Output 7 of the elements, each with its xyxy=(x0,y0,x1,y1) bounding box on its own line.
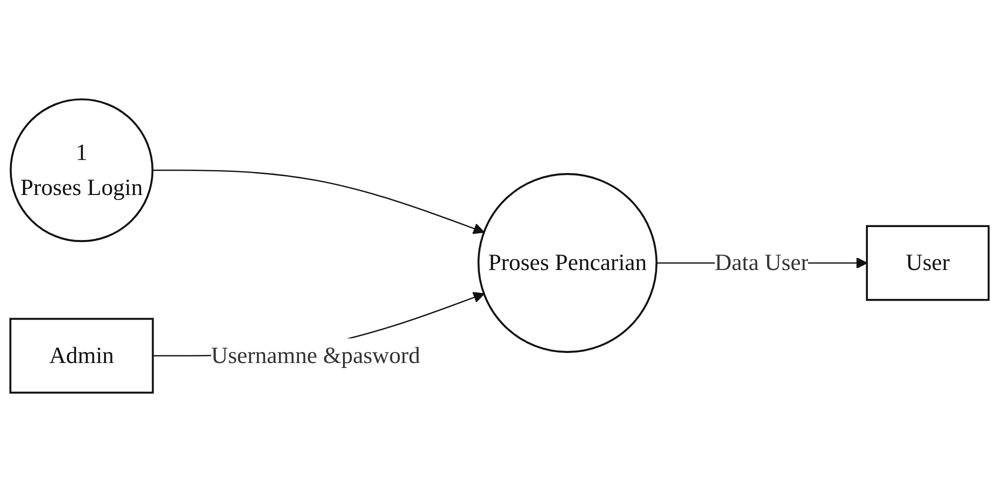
node-box: Admin xyxy=(9,318,154,394)
edge-label: Usernamne &pasword xyxy=(211,342,420,368)
node-circle: Proses Pencarian xyxy=(478,173,658,353)
node-circle: 1 Proses Login xyxy=(10,98,154,242)
node-box: User xyxy=(866,225,990,301)
edge-label: Data User xyxy=(714,249,809,276)
arrow xyxy=(152,170,484,234)
